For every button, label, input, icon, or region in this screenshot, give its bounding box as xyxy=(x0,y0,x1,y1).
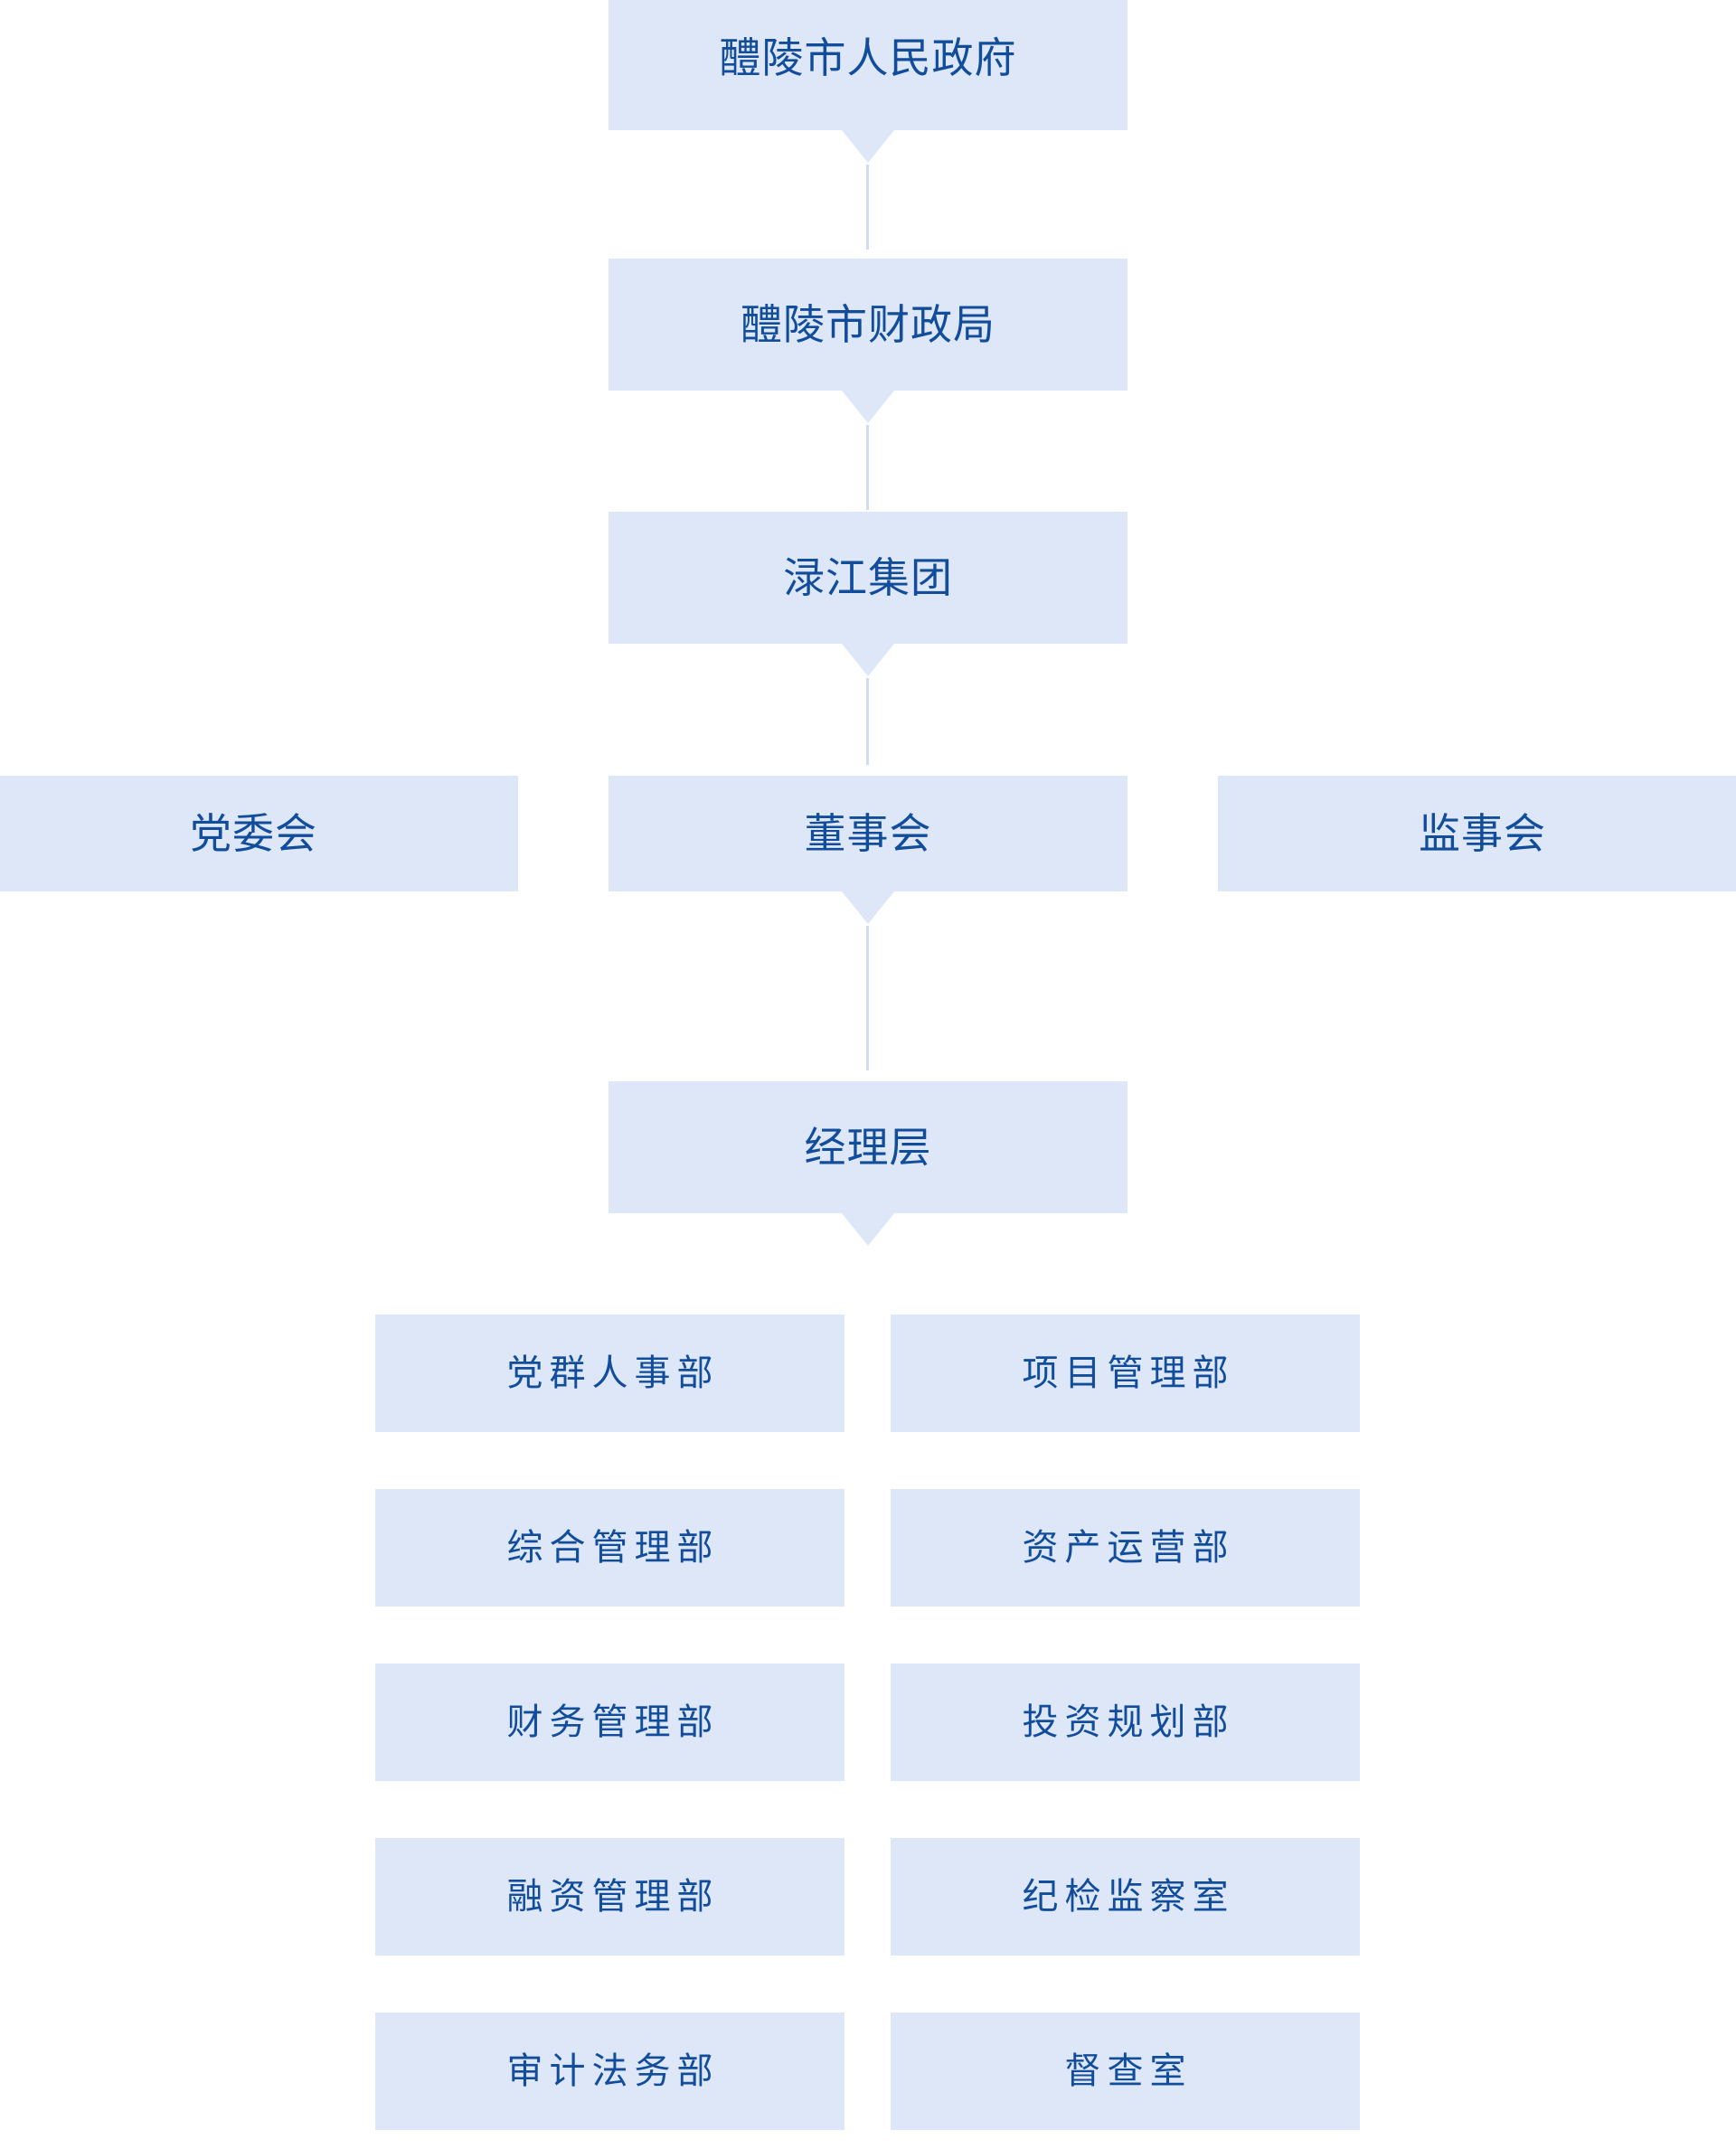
dept-asset-operation[interactable]: 资产运营部 xyxy=(891,1489,1360,1607)
dept-label: 财务管理部 xyxy=(506,1702,720,1742)
node-municipal-government[interactable]: 醴陵市人民政府 xyxy=(609,0,1127,130)
node-label: 党委会 xyxy=(190,809,317,857)
connector-level3-to-level4 xyxy=(866,678,869,765)
node-label: 董事会 xyxy=(804,809,932,857)
dept-investment-planning[interactable]: 投资规划部 xyxy=(891,1664,1360,1781)
dept-party-and-hr[interactable]: 党群人事部 xyxy=(375,1315,844,1432)
dept-project-management[interactable]: 项目管理部 xyxy=(891,1315,1360,1432)
node-finance-bureau[interactable]: 醴陵市财政局 xyxy=(609,259,1127,391)
dept-financial-management[interactable]: 财务管理部 xyxy=(375,1664,844,1781)
dept-general-management[interactable]: 综合管理部 xyxy=(375,1489,844,1607)
dept-label: 督查室 xyxy=(1064,2051,1193,2091)
dept-supervision-office[interactable]: 督查室 xyxy=(891,2012,1360,2130)
connector-level2-to-level3 xyxy=(866,425,869,510)
dept-financing-management[interactable]: 融资管理部 xyxy=(375,1838,844,1956)
dept-label: 纪检监察室 xyxy=(1022,1877,1235,1917)
node-label: 监事会 xyxy=(1419,809,1546,857)
node-party-committee[interactable]: 党委会 xyxy=(0,776,518,891)
dept-label: 党群人事部 xyxy=(506,1353,720,1393)
node-management-layer[interactable]: 经理层 xyxy=(609,1081,1127,1213)
dept-label: 审计法务部 xyxy=(506,2051,720,2091)
dept-label: 项目管理部 xyxy=(1022,1353,1235,1393)
dept-label: 投资规划部 xyxy=(1022,1702,1235,1742)
node-board-of-directors[interactable]: 董事会 xyxy=(609,776,1127,891)
node-label: 渌江集团 xyxy=(783,553,953,601)
dept-label: 综合管理部 xyxy=(506,1528,720,1568)
node-label: 醴陵市人民政府 xyxy=(719,33,1017,81)
dept-label: 融资管理部 xyxy=(506,1877,720,1917)
node-label: 经理层 xyxy=(804,1123,932,1171)
node-board-of-supervisors[interactable]: 监事会 xyxy=(1218,776,1736,891)
connector-level4-to-level5 xyxy=(866,926,869,1070)
dept-label: 资产运营部 xyxy=(1022,1528,1235,1568)
node-lujiang-group[interactable]: 渌江集团 xyxy=(609,512,1127,644)
dept-audit-and-legal[interactable]: 审计法务部 xyxy=(375,2012,844,2130)
node-label: 醴陵市财政局 xyxy=(741,300,995,348)
connector-level1-to-level2 xyxy=(866,165,869,250)
dept-discipline-inspection[interactable]: 纪检监察室 xyxy=(891,1838,1360,1956)
